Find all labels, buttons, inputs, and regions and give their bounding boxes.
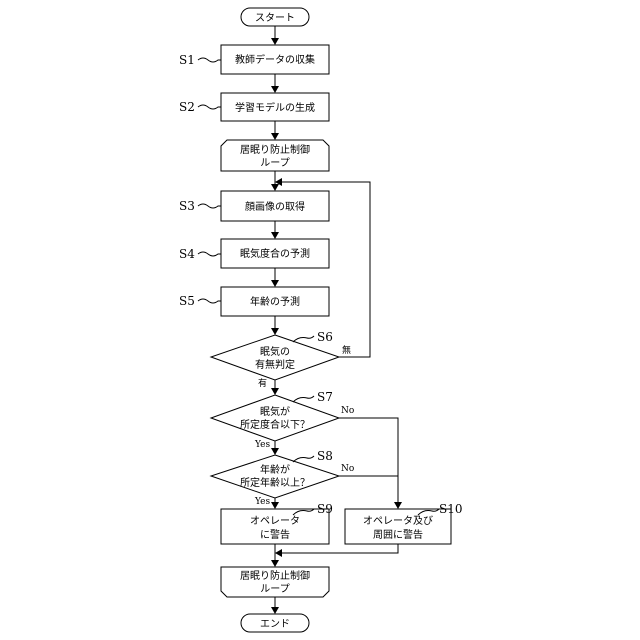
process-s2: 学習モデルの生成 S2 [179,93,329,121]
loop-end-line2: ループ [260,583,289,595]
decision-s6-line2: 有無判定 [255,358,295,371]
process-s9-line2: に警告 [260,528,290,541]
step-label-s10: S10 [439,502,463,516]
end-terminal: エンド [241,614,309,632]
s8-yes-label: Yes [254,497,270,507]
step-label-s4: S4 [179,247,195,261]
s6-no-label: 無 [342,344,351,356]
decision-s8: 年齢が 所定年齢以上？ S8 No Yes [211,449,354,507]
s8-no-label: No [341,464,354,474]
process-s1-text: 教師データの収集 [235,53,315,66]
loop-start: 居眠り防止制御 ループ [221,140,329,171]
process-s3: 顔画像の取得 S3 [179,191,329,221]
s7-no-label: No [341,406,354,416]
process-s10-line2: 周囲に警告 [373,528,423,541]
process-s4-text: 眠気度合の予測 [240,247,310,260]
decision-s8-line2: 所定年齢以上？ [240,476,310,489]
process-s2-text: 学習モデルの生成 [235,101,315,114]
start-label: スタート [255,12,295,24]
step-label-s7: S7 [317,390,333,404]
s6-yes-label: 有 [258,377,267,389]
decision-s8-line1: 年齢が [260,463,290,476]
step-label-s8: S8 [317,449,333,463]
loop-end-line1: 居眠り防止制御 [240,569,310,582]
step-label-s2: S2 [179,100,195,114]
decision-s6: 眠気の 有無判定 S6 無 有 [211,330,351,389]
process-s3-text: 顔画像の取得 [245,200,305,213]
decision-s7-line2: 所定度合以下？ [240,418,310,431]
process-s10-line1: オペレータ及び [363,515,433,527]
process-s10: オペレータ及び 周囲に警告 S10 [345,502,463,544]
step-label-s5: S5 [179,294,195,308]
end-label: エンド [260,619,290,630]
start-terminal: スタート [241,8,309,26]
loop-start-line2: ループ [260,157,289,169]
step-label-s1: S1 [179,53,195,67]
loop-end: 居眠り防止制御 ループ [221,567,329,597]
decision-s7-line1: 眠気が [260,405,290,418]
process-s1: 教師データの収集 S1 [179,45,329,74]
decision-s7: 眠気が 所定度合以下？ S7 No Yes [211,390,354,450]
step-label-s3: S3 [179,199,195,213]
s7-yes-label: Yes [254,440,270,450]
process-s4: 眠気度合の予測 S4 [179,239,329,268]
step-label-s9: S9 [317,502,333,516]
decision-s6-line1: 眠気の [260,345,290,358]
process-s5-text: 年齢の予測 [250,295,300,308]
process-s9: オペレータ に警告 S9 [221,502,333,544]
process-s9-line1: オペレータ [250,515,300,527]
step-label-s6: S6 [317,330,333,344]
process-s5: 年齢の予測 S5 [179,287,329,316]
loop-start-line1: 居眠り防止制御 [240,143,310,156]
